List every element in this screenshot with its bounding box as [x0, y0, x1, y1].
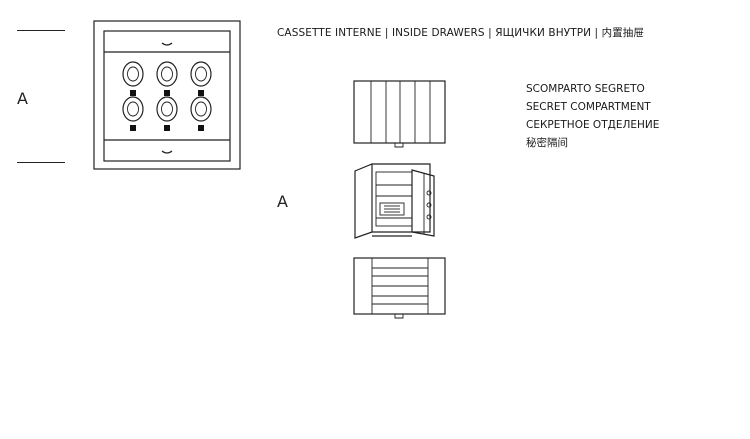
knob-4 [122, 96, 144, 131]
callout-label-a-middle: A [277, 192, 288, 211]
secret-compartment-caption: SCOMPARTO SEGRETO SECRET COMPARTMENT СЕК… [526, 80, 659, 152]
knob-2 [156, 61, 178, 96]
knob-3 [190, 61, 212, 96]
knob-1 [122, 61, 144, 96]
caption-line-ru: СЕКРЕТНОЕ ОТДЕЛЕНИЕ [526, 119, 660, 131]
caption-line-it: SCOMPARTO SEGRETO [526, 83, 645, 95]
knob-6 [190, 96, 212, 131]
callout-rule-bottom [17, 162, 65, 163]
knob-marker-5 [164, 125, 170, 131]
knob-marker-4 [130, 125, 136, 131]
knob-marker-1 [130, 90, 136, 96]
callout-label-a-left: A [17, 89, 28, 108]
caption-line-zh: 秘密隔间 [526, 137, 568, 149]
caption-line-en: SECRET COMPARTMENT [526, 101, 651, 113]
knob-marker-3 [198, 90, 204, 96]
section-heading: CASSETTE INTERNE | INSIDE DRAWERS | ЯЩИЧ… [277, 27, 645, 39]
callout-rule-top [17, 30, 65, 31]
knob-marker-2 [164, 90, 170, 96]
knob-5 [156, 96, 178, 131]
knob-marker-6 [198, 125, 204, 131]
